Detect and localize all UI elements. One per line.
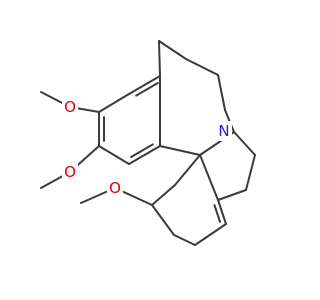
double-bond-j-dc: [213, 204, 222, 223]
atom-o-middle-symbol: O: [64, 163, 76, 181]
atom-o-middle: O: [62, 162, 78, 182]
atom-n-symbol: N: [218, 122, 229, 140]
bond-a6-c: [159, 145, 201, 156]
double-bond-a5-a6: [130, 143, 154, 158]
atom-n: N: [216, 121, 232, 141]
bond-e-f: [173, 234, 196, 246]
bond-a1-a2: [128, 75, 161, 95]
bond-b3-b4: [217, 74, 226, 111]
bond-j-dc: [217, 199, 227, 225]
bond-h-c: [174, 154, 201, 186]
bond-dc-e: [194, 223, 227, 246]
bond-a2-a3: [98, 93, 130, 113]
bond-a4-a5: [98, 145, 130, 165]
bond-a1-b1: [158, 40, 161, 77]
bond-r1-r0: [245, 154, 256, 191]
bond-j-c: [199, 154, 219, 201]
atom-o-lower-symbol: O: [109, 179, 121, 197]
bond-a5-a6: [128, 145, 161, 165]
atom-o-top: O: [62, 97, 78, 117]
atom-o-top-symbol: O: [64, 98, 76, 116]
double-bond-a1-a2: [135, 82, 159, 97]
bond-r0-j: [217, 189, 247, 201]
bond-lines: [40, 40, 256, 246]
atom-o-lower: O: [107, 178, 123, 198]
bond-g-h: [151, 184, 176, 206]
bond-f-g: [151, 204, 175, 236]
molecule-diagram: O O O N: [40, 40, 256, 246]
bond-r2-r1: [233, 131, 256, 156]
bond-b2-b3: [185, 58, 219, 76]
bond-b1-b2: [158, 40, 187, 60]
